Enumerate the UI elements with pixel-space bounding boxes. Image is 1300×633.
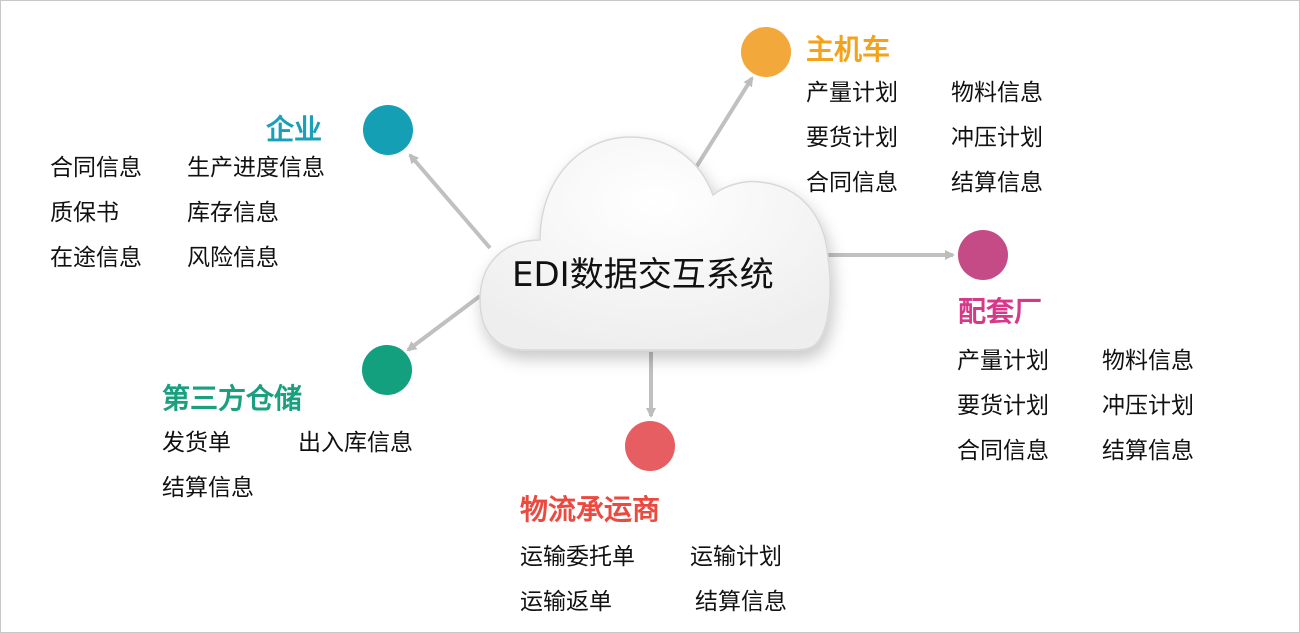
enterprise-item: 合同信息 <box>50 155 142 181</box>
warehouse-item: 出入库信息 <box>298 430 413 456</box>
logistics-item: 运输返单 <box>520 589 612 615</box>
enterprise-title: 企业 <box>266 113 323 146</box>
center-system-label: EDI数据交互系统 <box>512 255 774 295</box>
enterprise-item: 质保书 <box>50 200 119 226</box>
supplier-node-dot <box>958 230 1008 280</box>
oem-node-dot <box>741 27 791 77</box>
supplier-item: 产量计划 <box>957 348 1049 374</box>
logistics-item: 运输计划 <box>690 544 782 570</box>
oem-item: 结算信息 <box>951 170 1043 196</box>
logistics-item: 运输委托单 <box>520 544 635 570</box>
warehouse-node-dot <box>362 345 412 395</box>
oem-item: 要货计划 <box>806 125 898 151</box>
warehouse-item: 发货单 <box>162 430 231 456</box>
logistics-item: 结算信息 <box>695 589 787 615</box>
logistics-node-dot <box>625 421 675 471</box>
enterprise-item: 生产进度信息 <box>187 155 325 181</box>
supplier-item: 物料信息 <box>1102 348 1194 374</box>
supplier-item: 合同信息 <box>957 438 1049 464</box>
logistics-title: 物流承运商 <box>520 493 661 526</box>
enterprise-item: 库存信息 <box>187 200 279 226</box>
supplier-item: 要货计划 <box>957 393 1049 419</box>
oem-item: 冲压计划 <box>951 125 1043 151</box>
enterprise-item: 在途信息 <box>50 245 142 271</box>
warehouse-title: 第三方仓储 <box>162 382 303 415</box>
oem-item: 物料信息 <box>951 80 1043 106</box>
supplier-item: 冲压计划 <box>1102 393 1194 419</box>
supplier-item: 结算信息 <box>1102 438 1194 464</box>
enterprise-node-dot <box>363 105 413 155</box>
oem-item: 合同信息 <box>806 170 898 196</box>
arrow-to-warehouse <box>406 294 482 352</box>
oem-item: 产量计划 <box>806 80 898 106</box>
warehouse-item: 结算信息 <box>162 475 254 501</box>
cloud-shape <box>479 136 831 351</box>
oem-title: 主机车 <box>806 33 891 66</box>
arrow-to-enterprise <box>408 153 492 250</box>
supplier-title: 配套厂 <box>958 295 1043 328</box>
enterprise-item: 风险信息 <box>187 245 279 271</box>
